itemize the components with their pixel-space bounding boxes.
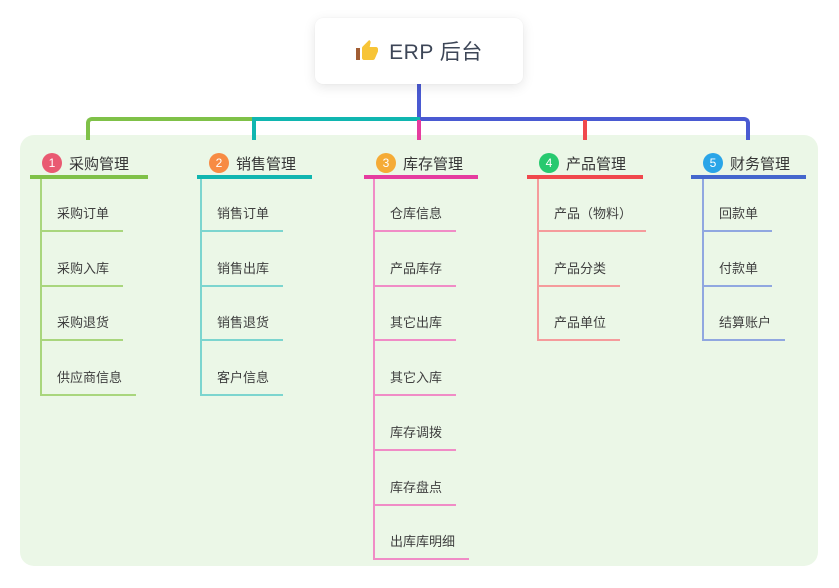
child-node[interactable]: 销售退货 bbox=[200, 314, 284, 341]
bus-segment-branch2 bbox=[252, 117, 420, 140]
branch-children-line bbox=[702, 179, 704, 341]
child-node[interactable]: 客户信息 bbox=[200, 369, 284, 396]
child-node[interactable]: 其它出库 bbox=[373, 314, 457, 341]
child-node[interactable]: 回款单 bbox=[702, 205, 773, 232]
child-node-label: 采购入库 bbox=[57, 261, 110, 276]
drop-branch3 bbox=[417, 120, 421, 140]
branch-children-line bbox=[537, 179, 539, 341]
child-node[interactable]: 采购入库 bbox=[40, 260, 124, 287]
bus-segment-branch1 bbox=[86, 117, 252, 140]
branch-number-badge: 3 bbox=[376, 153, 396, 173]
child-node[interactable]: 产品（物料） bbox=[537, 205, 647, 232]
child-node[interactable]: 销售出库 bbox=[200, 260, 284, 287]
root-node[interactable]: ERP 后台 bbox=[315, 18, 523, 84]
child-node-label: 库存调拨 bbox=[390, 425, 443, 440]
branch-title-label: 销售管理 bbox=[236, 155, 297, 173]
branch-children-line bbox=[40, 179, 42, 396]
child-node-label: 付款单 bbox=[719, 261, 759, 276]
child-node-label: 供应商信息 bbox=[57, 370, 123, 385]
child-node-label: 回款单 bbox=[719, 206, 759, 221]
branch-node-2[interactable]: 2 销售管理 bbox=[197, 151, 312, 179]
branch-title-label: 采购管理 bbox=[69, 155, 130, 173]
child-node[interactable]: 仓库信息 bbox=[373, 205, 457, 232]
branch-number-badge: 1 bbox=[42, 153, 62, 173]
child-node-label: 产品单位 bbox=[554, 315, 607, 330]
child-node[interactable]: 供应商信息 bbox=[40, 369, 137, 396]
child-node-label: 销售订单 bbox=[217, 206, 270, 221]
bus-segment-right bbox=[420, 117, 750, 140]
child-node-label: 销售出库 bbox=[217, 261, 270, 276]
child-node[interactable]: 产品分类 bbox=[537, 260, 621, 287]
branch-number-badge: 2 bbox=[209, 153, 229, 173]
child-node-label: 出库库明细 bbox=[390, 534, 456, 549]
child-node[interactable]: 出库库明细 bbox=[373, 533, 470, 560]
branch-title-label: 库存管理 bbox=[403, 155, 464, 173]
child-node[interactable]: 付款单 bbox=[702, 260, 773, 287]
child-node-label: 客户信息 bbox=[217, 370, 270, 385]
child-node-label: 采购退货 bbox=[57, 315, 110, 330]
child-node[interactable]: 结算账户 bbox=[702, 314, 786, 341]
child-node[interactable]: 产品单位 bbox=[537, 314, 621, 341]
child-node-label: 仓库信息 bbox=[390, 206, 443, 221]
branch-number-badge: 4 bbox=[539, 153, 559, 173]
root-title: ERP 后台 bbox=[389, 41, 483, 64]
child-node[interactable]: 采购退货 bbox=[40, 314, 124, 341]
branch-title-label: 产品管理 bbox=[566, 155, 627, 173]
child-node[interactable]: 库存调拨 bbox=[373, 424, 457, 451]
branch-title-label: 财务管理 bbox=[730, 155, 791, 173]
child-node-label: 销售退货 bbox=[217, 315, 270, 330]
child-node-label: 产品分类 bbox=[554, 261, 607, 276]
branch-children-line bbox=[373, 179, 375, 560]
root-connector-line bbox=[417, 84, 421, 118]
child-node-label: 其它出库 bbox=[390, 315, 443, 330]
branch-number-badge: 5 bbox=[703, 153, 723, 173]
child-node[interactable]: 产品库存 bbox=[373, 260, 457, 287]
child-node[interactable]: 销售订单 bbox=[200, 205, 284, 232]
branch-node-1[interactable]: 1 采购管理 bbox=[30, 151, 148, 179]
branch-children-line bbox=[200, 179, 202, 396]
branches-panel bbox=[20, 135, 818, 566]
child-node-label: 库存盘点 bbox=[390, 480, 443, 495]
branch-node-3[interactable]: 3 库存管理 bbox=[364, 151, 478, 179]
child-node-label: 产品库存 bbox=[390, 261, 443, 276]
branch-node-5[interactable]: 5 财务管理 bbox=[691, 151, 806, 179]
drop-branch4 bbox=[583, 120, 587, 140]
child-node-label: 采购订单 bbox=[57, 206, 110, 221]
child-node[interactable]: 库存盘点 bbox=[373, 479, 457, 506]
child-node-label: 产品（物料） bbox=[554, 206, 633, 221]
branch-node-4[interactable]: 4 产品管理 bbox=[527, 151, 643, 179]
child-node[interactable]: 采购订单 bbox=[40, 205, 124, 232]
thumbs-up-icon bbox=[355, 39, 379, 63]
child-node[interactable]: 其它入库 bbox=[373, 369, 457, 396]
child-node-label: 结算账户 bbox=[719, 315, 772, 330]
child-node-label: 其它入库 bbox=[390, 370, 443, 385]
